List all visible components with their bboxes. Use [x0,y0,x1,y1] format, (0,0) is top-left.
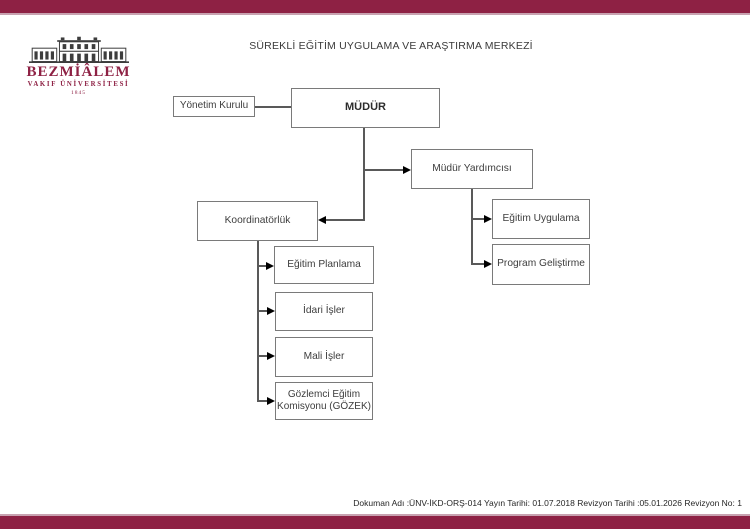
node-idari-isler: İdari İşler [275,292,373,331]
node-mali-isler: Mali İşler [275,337,373,377]
node-egitim-uygulama: Eğitim Uygulama [492,199,590,239]
connector-to-gozek [258,400,268,402]
bottom-brand-bar [0,514,750,529]
arrowhead-egitim-uygulama-icon [484,215,492,223]
university-building-icon [28,36,129,63]
connector-to-idari-isler [258,310,268,312]
page-title: SÜREKLİ EĞİTİM UYGULAMA VE ARAŞTIRMA MER… [249,40,533,52]
arrowhead-egitim-planlama-icon [266,262,274,270]
node-koordinatorluk: Koordinatörlük [197,201,318,241]
arrowhead-koordinatorluk-icon [318,216,326,224]
logo-subtitle: VAKIF ÜNİVERSİTESİ [27,80,130,88]
connector-mudur-yardimcisi-stem [471,189,473,265]
arrowhead-program-gelistirme-icon [484,260,492,268]
connector-koordinatorluk-stem [257,241,259,402]
connector-mudur-stem [363,128,365,221]
footer-document-info: Dokuman Adı :ÜNV-İKD-ORŞ-014 Yayın Tarih… [353,498,742,508]
arrowhead-mali-isler-icon [267,352,275,360]
node-mudur: MÜDÜR [291,88,440,128]
arrowhead-mudur-yardimcisi-icon [403,166,411,174]
logo-name: BEZMİÂLEM [26,64,131,80]
connector-yonetimkurulu-mudur [255,106,291,108]
university-logo: BEZMİÂLEM VAKIF ÜNİVERSİTESİ 1845 [22,35,135,97]
connector-to-mali-isler [258,355,268,357]
top-brand-bar [0,0,750,15]
logo-year: 1845 [71,89,86,96]
node-program-gelistirme: Program Geliştirme [492,244,590,285]
connector-to-egitim-planlama [258,265,267,267]
node-gozek: Gözlemci Eğitim Komisyonu (GÖZEK) [275,382,373,420]
connector-to-program-gelistirme [472,263,485,265]
arrowhead-gozek-icon [267,397,275,405]
connector-to-koordinatorluk [326,219,364,221]
arrowhead-idari-isler-icon [267,307,275,315]
node-mudur-yardimcisi: Müdür Yardımcısı [411,149,533,189]
connector-to-egitim-uygulama [472,218,485,220]
node-yonetim-kurulu: Yönetim Kurulu [173,96,255,117]
connector-to-mudur-yardimcisi [364,169,404,171]
node-egitim-planlama: Eğitim Planlama [274,246,374,284]
